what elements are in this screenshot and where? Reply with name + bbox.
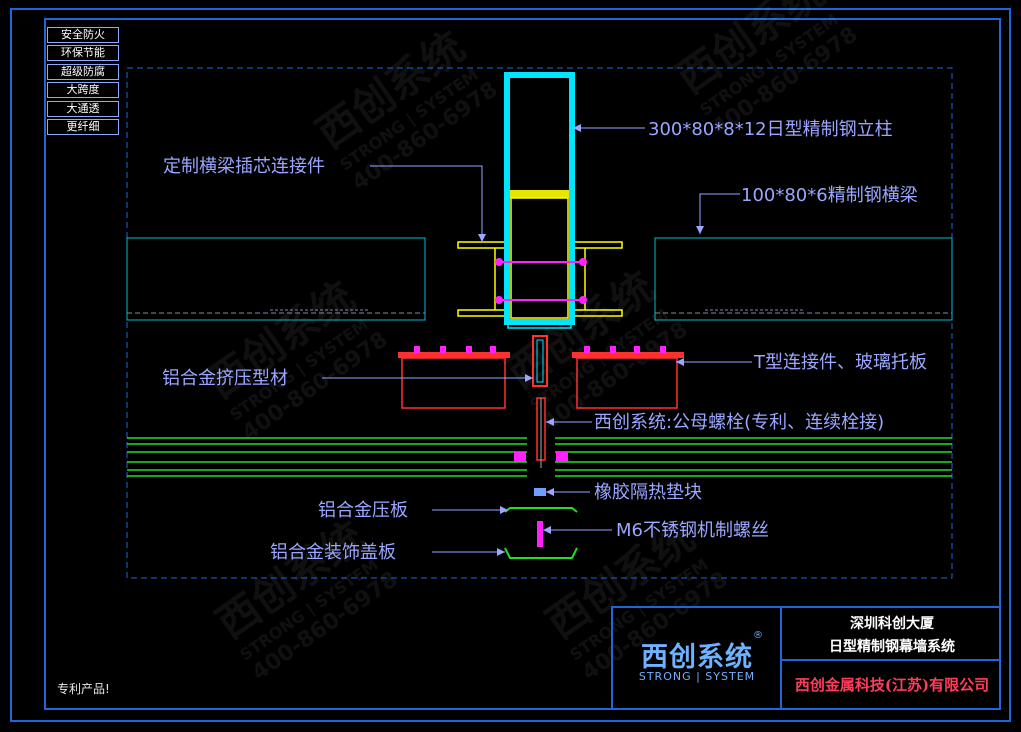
dashed-boundary — [126, 67, 953, 579]
steel-column — [495, 72, 587, 329]
company-logo: 西创系统 — [641, 642, 753, 673]
company-name: 西创金属科技(江苏)有限公司 — [794, 676, 990, 694]
system-name: 日型精制钢幕墙系统 — [829, 639, 955, 655]
glass-tray-plates — [398, 352, 684, 358]
feature-fire-safety: 安全防火 — [47, 27, 119, 43]
label-pressure-plate: 铝合金压板 — [318, 500, 408, 521]
title-block: 西创系统 ® STRONG | SYSTEM 深圳科创大厦 日型精制钢幕墙系统 … — [611, 606, 1001, 710]
glass-panel-left — [127, 437, 527, 477]
male-female-bolt — [536, 397, 546, 468]
label-rubber-pad: 橡胶隔热垫块 — [594, 482, 702, 503]
glass-panel-right — [555, 437, 952, 477]
pressure-plate — [504, 507, 578, 513]
label-t-connector: T型连接件、玻璃托板 — [753, 352, 927, 373]
gasket-blocks — [514, 452, 568, 462]
t-connector — [532, 335, 548, 387]
feature-slender: 更纤细 — [47, 119, 119, 135]
feature-energy-saving: 环保节能 — [47, 45, 119, 61]
project-name: 深圳科创大厦 — [850, 616, 934, 632]
cover-plate — [504, 547, 578, 559]
aluminum-extrusion — [401, 357, 678, 409]
feature-anti-corrosion: 超级防腐 — [47, 64, 119, 80]
label-al-profile: 铝合金挤压型材 — [162, 368, 288, 389]
rubber-pad — [534, 488, 546, 496]
label-screw: M6不锈钢机制螺丝 — [616, 520, 769, 541]
left-steel-beam — [126, 237, 426, 321]
title-block-divider-v — [780, 608, 782, 708]
label-cover-plate: 铝合金装饰盖板 — [270, 542, 396, 563]
leader-beam — [699, 193, 740, 234]
company-logo-en: STRONG | SYSTEM — [638, 670, 756, 683]
watermark-group: 西创系统 STRONG | SYSTEM 400-860-6978 西创系统 S… — [198, 0, 863, 686]
feature-transparency: 大通透 — [47, 101, 119, 117]
label-insert-connector: 定制横梁插芯连接件 — [163, 156, 325, 177]
title-block-divider-h — [780, 659, 1001, 661]
label-column: 300*80*8*12日型精制钢立柱 — [648, 119, 893, 140]
feature-large-span: 大跨度 — [47, 82, 119, 98]
m6-screw — [537, 521, 543, 547]
tray-bolts — [414, 346, 666, 353]
patent-note: 专利产品! — [57, 682, 110, 696]
drawing-outer-frame — [10, 8, 1011, 722]
drawing-inner-frame — [44, 18, 1001, 710]
registered-mark: ® — [753, 630, 763, 641]
leader-insert — [370, 165, 483, 242]
right-steel-beam — [654, 237, 953, 321]
label-beam: 100*80*6精制钢横梁 — [741, 185, 918, 206]
label-bolt: 西创系统:公母螺栓(专利、连续栓接) — [594, 412, 884, 433]
